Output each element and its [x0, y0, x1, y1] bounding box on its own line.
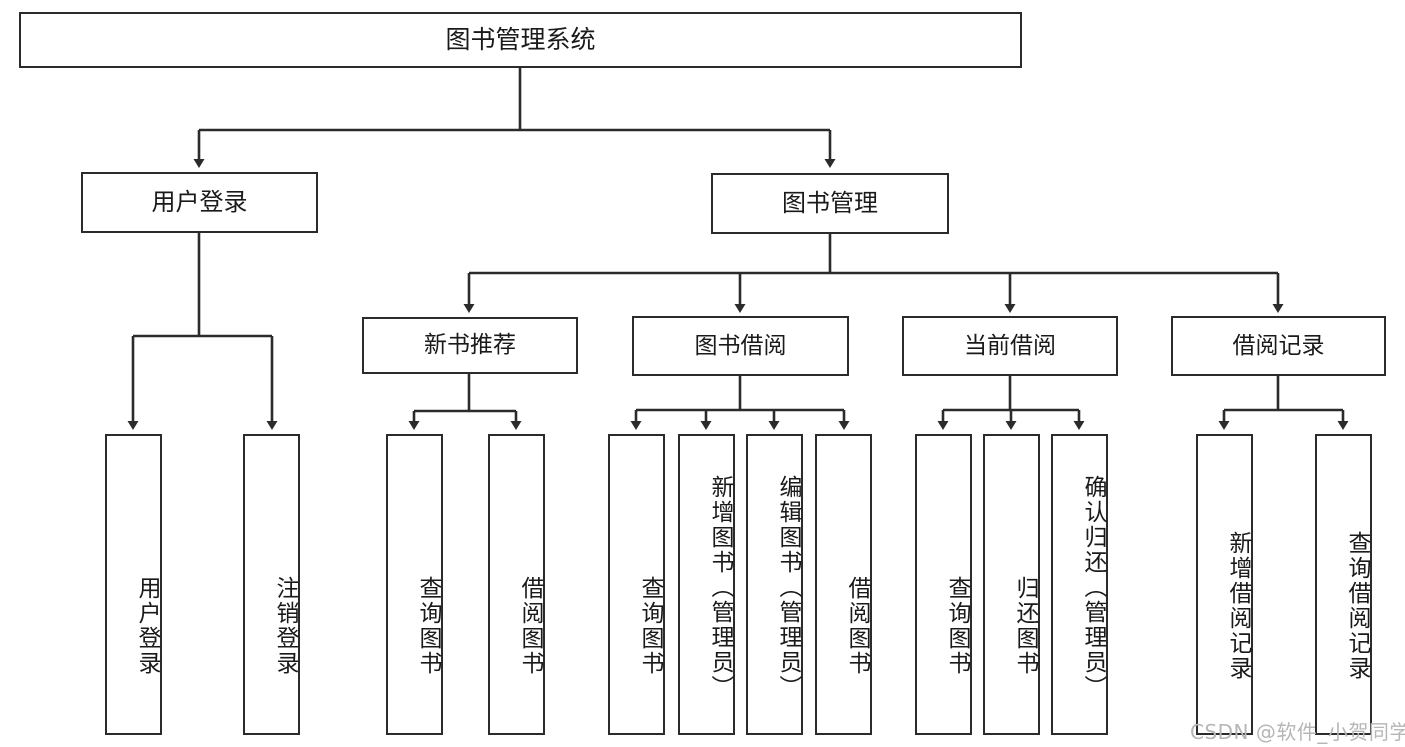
node-book-management[interactable]: 图书管理	[711, 173, 949, 234]
node-new-book-recommend[interactable]: 新书推荐	[362, 317, 578, 374]
csdn-watermark: CSDN @软件_小贺同学	[1190, 720, 1405, 744]
leaf-current-return-book[interactable]: 归还图书	[983, 434, 1040, 735]
node-current-borrow[interactable]: 当前借阅	[902, 316, 1118, 376]
leaf-borrow-query-book[interactable]: 查询图书	[608, 434, 665, 735]
leaf-current-confirm-return-admin[interactable]: 确认归还（管理员）	[1051, 434, 1108, 735]
leaf-recommend-query-book[interactable]: 查询图书	[386, 434, 443, 735]
node-root-system[interactable]: 图书管理系统	[19, 12, 1022, 68]
leaf-user-login-logout[interactable]: 注销登录	[243, 434, 300, 735]
node-user-login[interactable]: 用户登录	[81, 172, 318, 233]
node-book-borrow[interactable]: 图书借阅	[632, 316, 849, 376]
leaf-borrow-edit-book-admin[interactable]: 编辑图书（管理员）	[746, 434, 803, 735]
node-borrow-record[interactable]: 借阅记录	[1171, 316, 1386, 376]
leaf-recommend-borrow-book[interactable]: 借阅图书	[488, 434, 545, 735]
leaf-user-login-login[interactable]: 用户登录	[105, 434, 162, 735]
leaf-borrow-borrow-book[interactable]: 借阅图书	[815, 434, 872, 735]
leaf-record-query-record[interactable]: 查询借阅记录	[1315, 434, 1372, 735]
leaf-record-add-record[interactable]: 新增借阅记录	[1196, 434, 1253, 735]
leaf-current-query-book[interactable]: 查询图书	[915, 434, 972, 735]
leaf-borrow-add-book-admin[interactable]: 新增图书（管理员）	[678, 434, 735, 735]
